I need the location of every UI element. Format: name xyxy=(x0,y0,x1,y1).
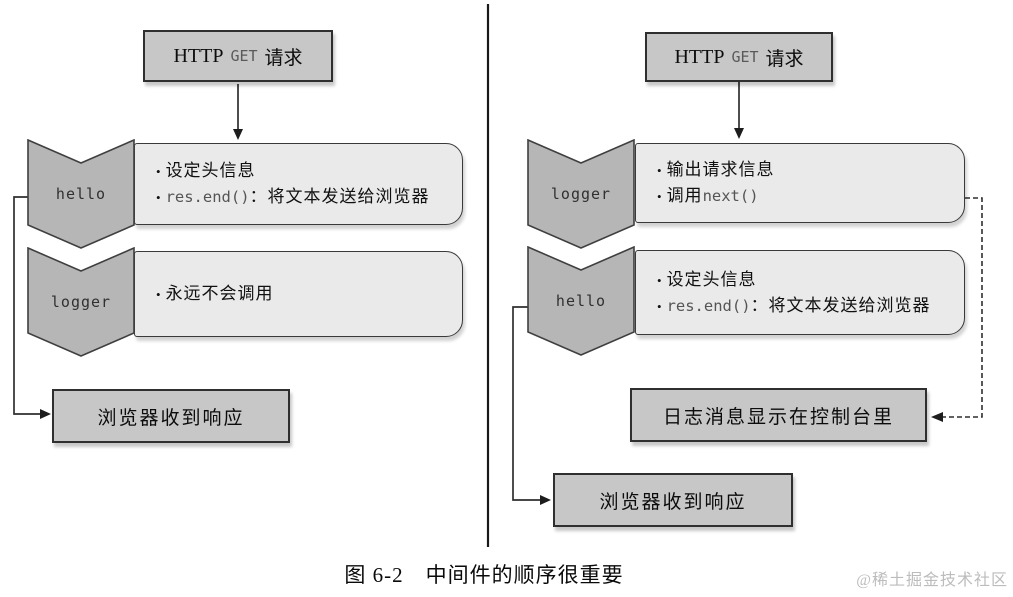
chevron-banner-icon xyxy=(27,247,135,357)
bullet-line: • res.end() ：将文本发送给浏览器 xyxy=(156,186,462,207)
http-label: HTTP xyxy=(674,45,725,68)
bullet-text: 输出请求信息 xyxy=(666,160,775,180)
bullet-icon: • xyxy=(657,189,662,205)
bullet-text: ：将文本发送给浏览器 xyxy=(249,187,430,207)
right-middleware-tag-hello: hello xyxy=(527,246,635,356)
bullet-line: • 设定头信息 xyxy=(156,160,462,181)
middleware-name-label: logger xyxy=(550,185,612,203)
right-middleware-tag-logger: logger xyxy=(527,139,635,249)
bullet-text: 调用 xyxy=(666,186,703,206)
left-http-request-box: HTTP GET 请求 xyxy=(143,30,333,82)
request-label: 请求 xyxy=(765,48,804,70)
middleware-name-label: logger xyxy=(50,293,112,311)
bullet-code: res.end() xyxy=(165,188,250,207)
right-request-arrowhead-icon xyxy=(734,128,744,139)
bullet-line: • 设定头信息 xyxy=(657,269,964,290)
bullet-code: next() xyxy=(702,187,759,206)
left-browser-response-box: 浏览器收到响应 xyxy=(52,389,290,443)
right-response-connector-line xyxy=(512,306,541,501)
result-label: 日志消息显示在控制台里 xyxy=(662,406,894,428)
bullet-line: • res.end() ：将文本发送给浏览器 xyxy=(657,295,964,316)
chevron-banner-icon xyxy=(27,139,135,249)
right-logger-detail-box: • 输出请求信息 • 调用 next() xyxy=(635,143,965,223)
left-middleware-tag-logger: logger xyxy=(27,247,135,357)
figure-caption: 图 6-2 中间件的顺序很重要 xyxy=(344,563,624,587)
bullet-icon: • xyxy=(657,163,662,179)
right-log-dashed-connector-line xyxy=(943,197,983,418)
middleware-name-label: hello xyxy=(55,185,107,203)
right-http-request-box: HTTP GET 请求 xyxy=(645,32,833,82)
result-label: 浏览器收到响应 xyxy=(599,491,747,513)
bullet-text: 设定头信息 xyxy=(666,269,757,289)
bullet-line: • 调用 next() xyxy=(657,185,964,206)
chevron-banner-icon xyxy=(527,139,635,249)
left-request-arrowhead-icon xyxy=(233,129,243,140)
right-log-arrowhead-icon xyxy=(931,412,943,422)
bullet-line: • 永远不会调用 xyxy=(156,283,462,304)
right-hello-detail-box: • 设定头信息 • res.end() ：将文本发送给浏览器 xyxy=(635,250,965,335)
bullet-text: 永远不会调用 xyxy=(165,284,274,304)
bullet-code: res.end() xyxy=(666,296,751,315)
http-label: HTTP xyxy=(173,44,224,67)
result-label: 浏览器收到响应 xyxy=(97,407,245,429)
request-label: 请求 xyxy=(264,47,303,69)
bullet-icon: • xyxy=(156,190,161,206)
bullet-icon: • xyxy=(657,298,662,314)
left-logger-detail-box: • 永远不会调用 xyxy=(134,251,463,337)
bullet-icon: • xyxy=(156,287,161,303)
right-browser-response-box: 浏览器收到响应 xyxy=(553,473,793,527)
http-method-label: GET xyxy=(731,48,759,66)
bullet-text: ：将文本发送给浏览器 xyxy=(750,295,931,315)
bullet-icon: • xyxy=(657,272,662,288)
left-response-arrowhead-icon xyxy=(40,409,51,419)
left-response-connector-line xyxy=(13,196,41,415)
right-console-log-box: 日志消息显示在控制台里 xyxy=(630,388,927,442)
middleware-name-label: hello xyxy=(555,292,607,310)
http-method-label: GET xyxy=(230,47,258,65)
bullet-icon: • xyxy=(156,164,161,180)
left-middleware-tag-hello: hello xyxy=(27,139,135,249)
chevron-banner-icon xyxy=(527,246,635,356)
bullet-text: 设定头信息 xyxy=(165,161,256,181)
bullet-line: • 输出请求信息 xyxy=(657,159,964,180)
right-response-arrowhead-icon xyxy=(540,495,551,505)
community-watermark: @稀土掘金技术社区 xyxy=(856,572,1008,589)
left-hello-detail-box: • 设定头信息 • res.end() ：将文本发送给浏览器 xyxy=(134,143,463,225)
